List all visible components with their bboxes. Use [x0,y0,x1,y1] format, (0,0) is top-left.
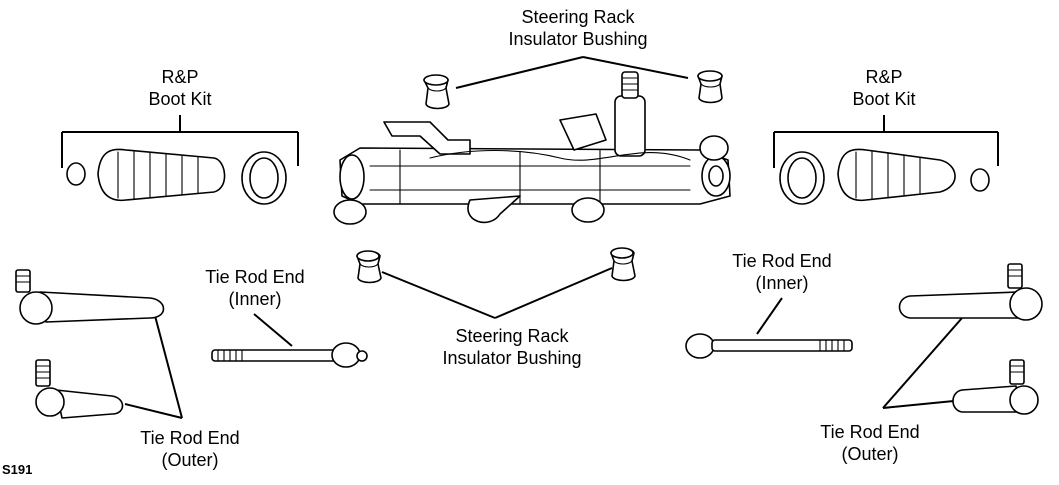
label-tie-rod-outer-right-line2: (Outer) [841,444,899,464]
outer-tie-rod-right-upper [898,263,1043,321]
label-tie-rod-inner-right: Tie Rod End (Inner) [732,250,831,294]
inner-tie-rod-left [211,342,368,368]
bracket-boot-kit-right [773,115,999,168]
label-tie-rod-outer-right: Tie Rod End (Outer) [820,421,919,465]
label-tie-rod-outer-left-line2: (Outer) [161,450,219,470]
bushing-top-left [423,74,450,110]
figure-code: S191 [2,462,33,477]
label-boot-kit-left-line1: R&P [161,67,199,87]
label-boot-kit-right-line1: R&P [865,67,903,87]
label-boot-kit-right-line2: Boot Kit [852,89,916,109]
inner-tie-rod-right [685,333,853,359]
label-tie-rod-outer-left-line1: Tie Rod End [140,428,240,448]
bushing-top-right [697,70,723,104]
bushing-bottom-left [356,250,382,284]
label-rack-bushing-bottom: Steering Rack Insulator Bushing [442,325,581,369]
boot-kit-right-parts [779,148,990,205]
label-boot-kit-right: R&P Boot Kit [852,66,915,110]
label-rack-bushing-bottom-line1: Steering Rack [455,326,569,346]
outer-tie-rod-left-lower [35,359,124,419]
label-tie-rod-inner-right-line1: Tie Rod End [732,251,832,271]
label-boot-kit-left-line2: Boot Kit [148,89,212,109]
label-tie-rod-inner-left-line1: Tie Rod End [205,267,305,287]
label-tie-rod-inner-right-line2: (Inner) [755,273,809,293]
bushing-bottom-right [610,247,636,282]
boot-kit-left-parts [66,148,287,205]
leader-lines [124,56,965,419]
label-tie-rod-outer-right-line1: Tie Rod End [820,422,920,442]
label-boot-kit-left: R&P Boot Kit [148,66,211,110]
outer-tie-rod-left-upper [15,269,165,325]
bracket-boot-kit-left [61,115,299,168]
outer-tie-rod-right-lower [952,359,1039,415]
label-tie-rod-inner-left-line2: (Inner) [228,289,282,309]
label-rack-bushing-top: Steering Rack Insulator Bushing [508,6,647,50]
label-rack-bushing-top-line2: Insulator Bushing [508,29,648,49]
rack-and-pinion-assembly [333,71,731,225]
label-rack-bushing-top-line1: Steering Rack [521,7,635,27]
label-tie-rod-inner-left: Tie Rod End (Inner) [205,266,304,310]
label-rack-bushing-bottom-line2: Insulator Bushing [442,348,582,368]
label-tie-rod-outer-left: Tie Rod End (Outer) [140,427,239,471]
